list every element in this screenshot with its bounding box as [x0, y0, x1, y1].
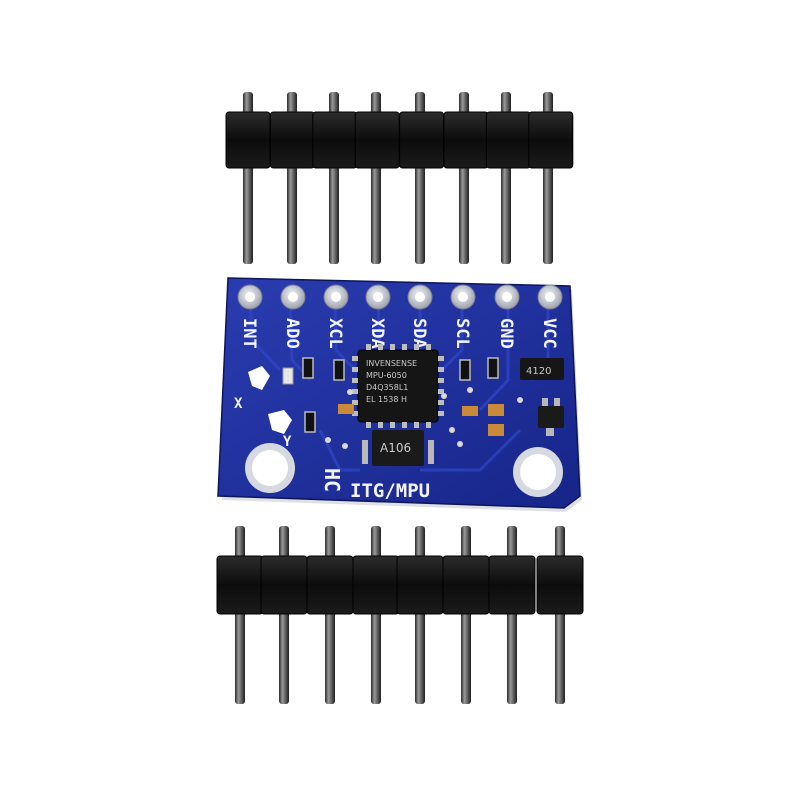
bottom-pin-4 — [371, 526, 381, 704]
capacitor-c3 — [488, 404, 504, 416]
bottom-header-block-8 — [536, 555, 584, 615]
voltage-regulator: A106 — [362, 430, 434, 466]
mounting-hole-right — [520, 454, 556, 490]
capacitor-c2 — [462, 406, 478, 416]
led — [282, 367, 294, 385]
small-ic-body — [520, 358, 564, 380]
bottom-pin-7 — [507, 526, 517, 704]
bottom-pin-2 — [279, 526, 289, 704]
resistor-r2 — [333, 359, 345, 381]
smd-components — [282, 357, 564, 436]
chip-line-3: D4Q358L1 — [366, 383, 408, 392]
bottom-header-pins — [235, 526, 565, 704]
pcb-board: INT ADO XCL XDA SDA SCL GND VCC X Y INVENSENSE … — [217, 277, 582, 512]
pin-label-sda: SDA — [409, 318, 429, 349]
mpu-chip: INVENSENSE MPU-6050 D4Q358L1 EL 1538 H — [352, 344, 444, 428]
board-title: ITG/MPU — [350, 480, 430, 502]
top-header-block-7 — [485, 111, 531, 169]
chip-line-4: EL 1538 H — [366, 395, 407, 404]
pin-label-scl: SCL — [452, 318, 472, 349]
pin-label-xcl: XCL — [325, 318, 345, 349]
mpu-chip-legs — [352, 344, 444, 428]
resistor-r4 — [487, 357, 499, 379]
top-header-block-8 — [528, 111, 574, 169]
axis-x-label: X — [234, 396, 243, 412]
vendor-mark: HC — [320, 468, 344, 492]
top-header-block-6 — [443, 111, 489, 169]
top-header-block-2 — [269, 111, 315, 169]
mounting-holes — [245, 443, 563, 497]
resistor-r3 — [459, 359, 471, 381]
pin-label-ado: ADO — [282, 318, 302, 349]
capacitor-c1 — [338, 404, 354, 414]
small-ic-marking: 4120 — [526, 366, 551, 377]
mounting-hole-left — [252, 450, 288, 486]
bottom-header-plastic — [216, 555, 584, 615]
chip-line-1: INVENSENSE — [366, 359, 417, 368]
axis-symbols: X Y — [234, 366, 292, 450]
bottom-pin-8 — [555, 526, 565, 704]
pin-label-xda: XDA — [367, 318, 387, 349]
transistor — [538, 406, 564, 428]
axis-y-arrow-icon — [268, 410, 292, 434]
pin-label-gnd: GND — [496, 318, 516, 349]
mpu-chip-body — [357, 349, 439, 423]
axis-x-arrow-icon — [248, 366, 270, 390]
top-header-block-3 — [312, 111, 358, 169]
resistor-r5 — [304, 411, 316, 433]
bottom-header-block-2 — [260, 555, 308, 615]
bottom-pin-3 — [325, 526, 335, 704]
pad-row — [237, 284, 563, 310]
pin-labels: INT ADO XCL XDA SDA SCL GND VCC — [239, 318, 559, 349]
chip-line-2: MPU-6050 — [366, 371, 407, 380]
pin-label-int: INT — [239, 318, 259, 349]
top-header-block-4 — [354, 111, 400, 169]
bottom-pin-header — [216, 526, 584, 704]
top-header-block-5 — [399, 111, 445, 169]
small-ic: 4120 — [520, 358, 564, 380]
regulator-body — [372, 430, 424, 466]
top-pin-header — [225, 92, 574, 264]
bottom-header-block-3 — [306, 555, 354, 615]
bottom-pin-6 — [461, 526, 471, 704]
bottom-pin-5 — [415, 526, 425, 704]
vias — [325, 387, 523, 449]
capacitor-c4 — [488, 424, 504, 436]
regulator-marking: A106 — [380, 441, 411, 455]
pin-label-vcc: VCC — [539, 318, 559, 349]
bottom-header-block-6 — [442, 555, 490, 615]
bottom-header-block-4 — [352, 555, 400, 615]
axis-y-label: Y — [283, 434, 292, 450]
top-header-plastic — [225, 111, 574, 169]
top-header-block-1 — [225, 111, 271, 169]
bottom-header-block-1 — [216, 555, 264, 615]
resistor-r1 — [302, 357, 314, 379]
bottom-header-block-7 — [488, 555, 536, 615]
bottom-header-block-5 — [396, 555, 444, 615]
bottom-pin-1 — [235, 526, 245, 704]
